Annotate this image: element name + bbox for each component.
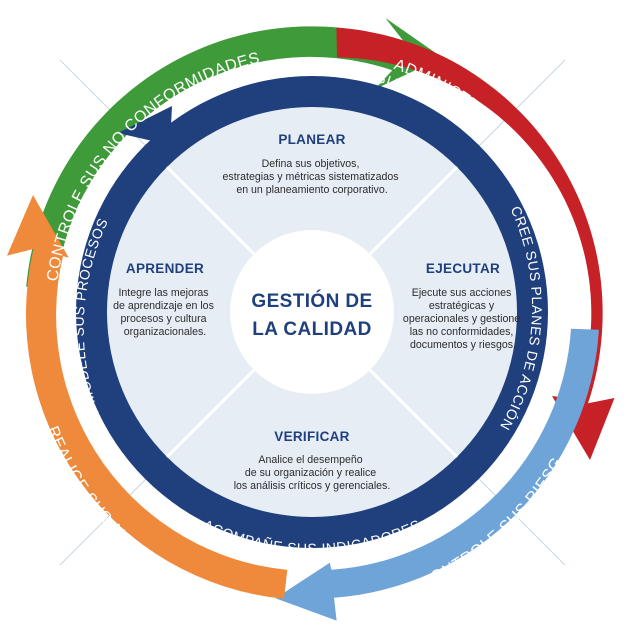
quadrant-title: VERIFICAR: [274, 429, 349, 444]
arrow-light-blue: [275, 328, 599, 621]
arrow-orange: [7, 195, 288, 599]
quadrant-verificar: VERIFICAR Analice el desempeño de su org…: [234, 429, 391, 492]
quadrant-title: EJECUTAR: [426, 261, 500, 276]
inner-ring-arrowhead: [118, 106, 172, 145]
quadrant-description: Ejecute sus acciones estratégicas y oper…: [403, 287, 523, 351]
arrow-red: [336, 27, 615, 460]
quadrant-title: APRENDER: [126, 261, 204, 276]
quadrant-ejecutar: EJECUTAR Ejecute sus acciones estratégic…: [403, 261, 523, 351]
quadrant-aprender: APRENDER Integre las mejoras de aprendiz…: [113, 261, 217, 338]
outer-ring: [7, 18, 615, 621]
quadrant-description: Analice el desempeño de su organización …: [234, 454, 391, 492]
quadrant-description: Integre las mejoras de aprendizaje en lo…: [113, 287, 217, 338]
quadrant-title: PLANEAR: [278, 132, 345, 147]
center-title: GESTIÓN DE LA CALIDAD: [251, 290, 372, 340]
quadrant-description: Defina sus objetivos, estrategias y métr…: [223, 158, 402, 196]
center-title-line2: LA CALIDAD: [252, 319, 371, 340]
quadrant-planear: PLANEAR Defina sus objetivos, estrategia…: [223, 132, 402, 196]
quadrant-disc: [107, 107, 517, 517]
center-circle: [230, 230, 394, 394]
center-title-line1: GESTIÓN DE: [251, 290, 372, 312]
